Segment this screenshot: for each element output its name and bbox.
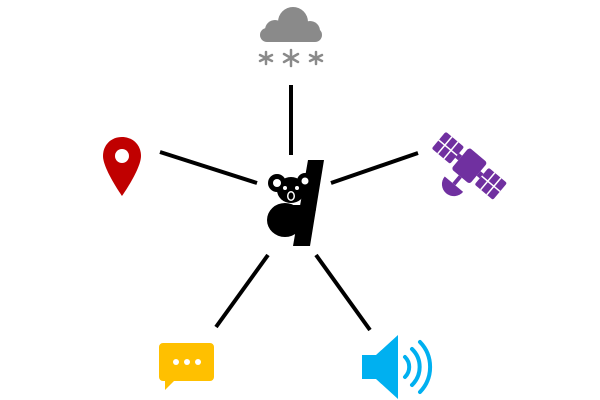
connector-pin <box>159 150 258 185</box>
connector-chat <box>214 253 270 329</box>
speaker-icon <box>362 335 433 399</box>
chat-bubble-icon <box>159 343 214 390</box>
location-pin-icon <box>103 137 141 196</box>
connector-speaker <box>314 253 372 332</box>
satellite-icon <box>432 132 507 200</box>
snow-cloud-icon <box>258 7 324 68</box>
connector-satellite <box>330 151 419 185</box>
koala-icon <box>267 160 324 246</box>
